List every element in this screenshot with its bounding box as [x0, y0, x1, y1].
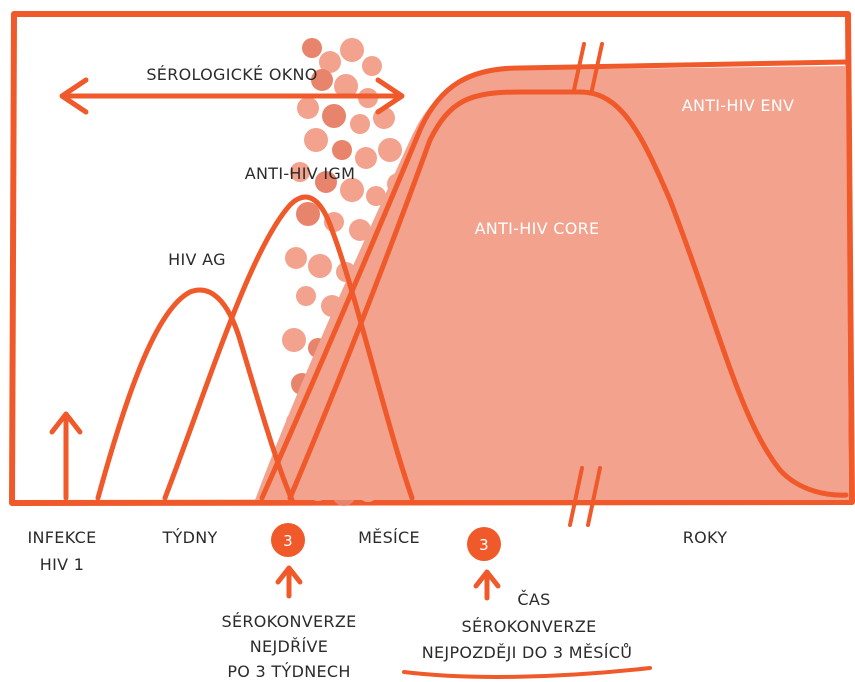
- texture-dot: [322, 104, 346, 128]
- badge-3-earliest-text: 3: [283, 532, 293, 550]
- texture-dot: [308, 254, 332, 278]
- latest-underline: [404, 668, 650, 677]
- arrow-up-latest-icon: [476, 572, 498, 598]
- texture-dot: [378, 138, 402, 162]
- texture-dot: [285, 247, 307, 269]
- anti-igm-label: ANTI-HIV IGM: [245, 164, 355, 183]
- anti-core-label: ANTI-HIV CORE: [475, 219, 600, 238]
- texture-dot: [302, 38, 322, 58]
- texture-dot: [304, 128, 328, 152]
- badge-3-latest-text: 3: [479, 536, 489, 554]
- cas-label: ČAS: [517, 590, 550, 609]
- timeline-infekce: INFEKCE: [28, 528, 97, 547]
- texture-dot: [350, 114, 370, 134]
- latest-line-1: SÉROKONVERZE: [462, 617, 597, 636]
- latest-line-2: NEJPOZDĚJI DO 3 MĚSÍCŮ: [422, 643, 633, 662]
- timeline-roky: ROKY: [683, 528, 728, 547]
- arrow-up-earliest-icon: [278, 568, 300, 596]
- marker-earliest: 3 SÉROKONVERZE NEJDŘÍVE PO 3 TÝDNECH: [222, 523, 357, 681]
- texture-dot: [362, 56, 382, 76]
- timeline-mesice: MĚSÍCE: [358, 528, 420, 547]
- timeline-hiv1: HIV 1: [40, 555, 84, 574]
- texture-dot: [332, 140, 352, 160]
- hiv-ag-label: HIV AG: [168, 250, 226, 269]
- texture-dot: [296, 286, 316, 306]
- earliest-line-3: PO 3 TÝDNECH: [227, 662, 350, 681]
- texture-dot: [355, 147, 377, 169]
- timeline-tydny: TÝDNY: [161, 528, 217, 547]
- texture-dot: [297, 97, 319, 119]
- texture-dot: [340, 38, 364, 62]
- earliest-line-1: SÉROKONVERZE: [222, 612, 357, 631]
- anti-env-label: ANTI-HIV ENV: [682, 96, 795, 115]
- earliest-line-2: NEJDŘÍVE: [250, 637, 328, 656]
- texture-dot: [282, 328, 306, 352]
- marker-latest: 3 ČAS SÉROKONVERZE NEJPOZDĚJI DO 3 MĚSÍC…: [404, 527, 650, 677]
- serological-window-label: SÉROLOGICKÉ OKNO: [146, 65, 317, 84]
- texture-dot: [296, 202, 320, 226]
